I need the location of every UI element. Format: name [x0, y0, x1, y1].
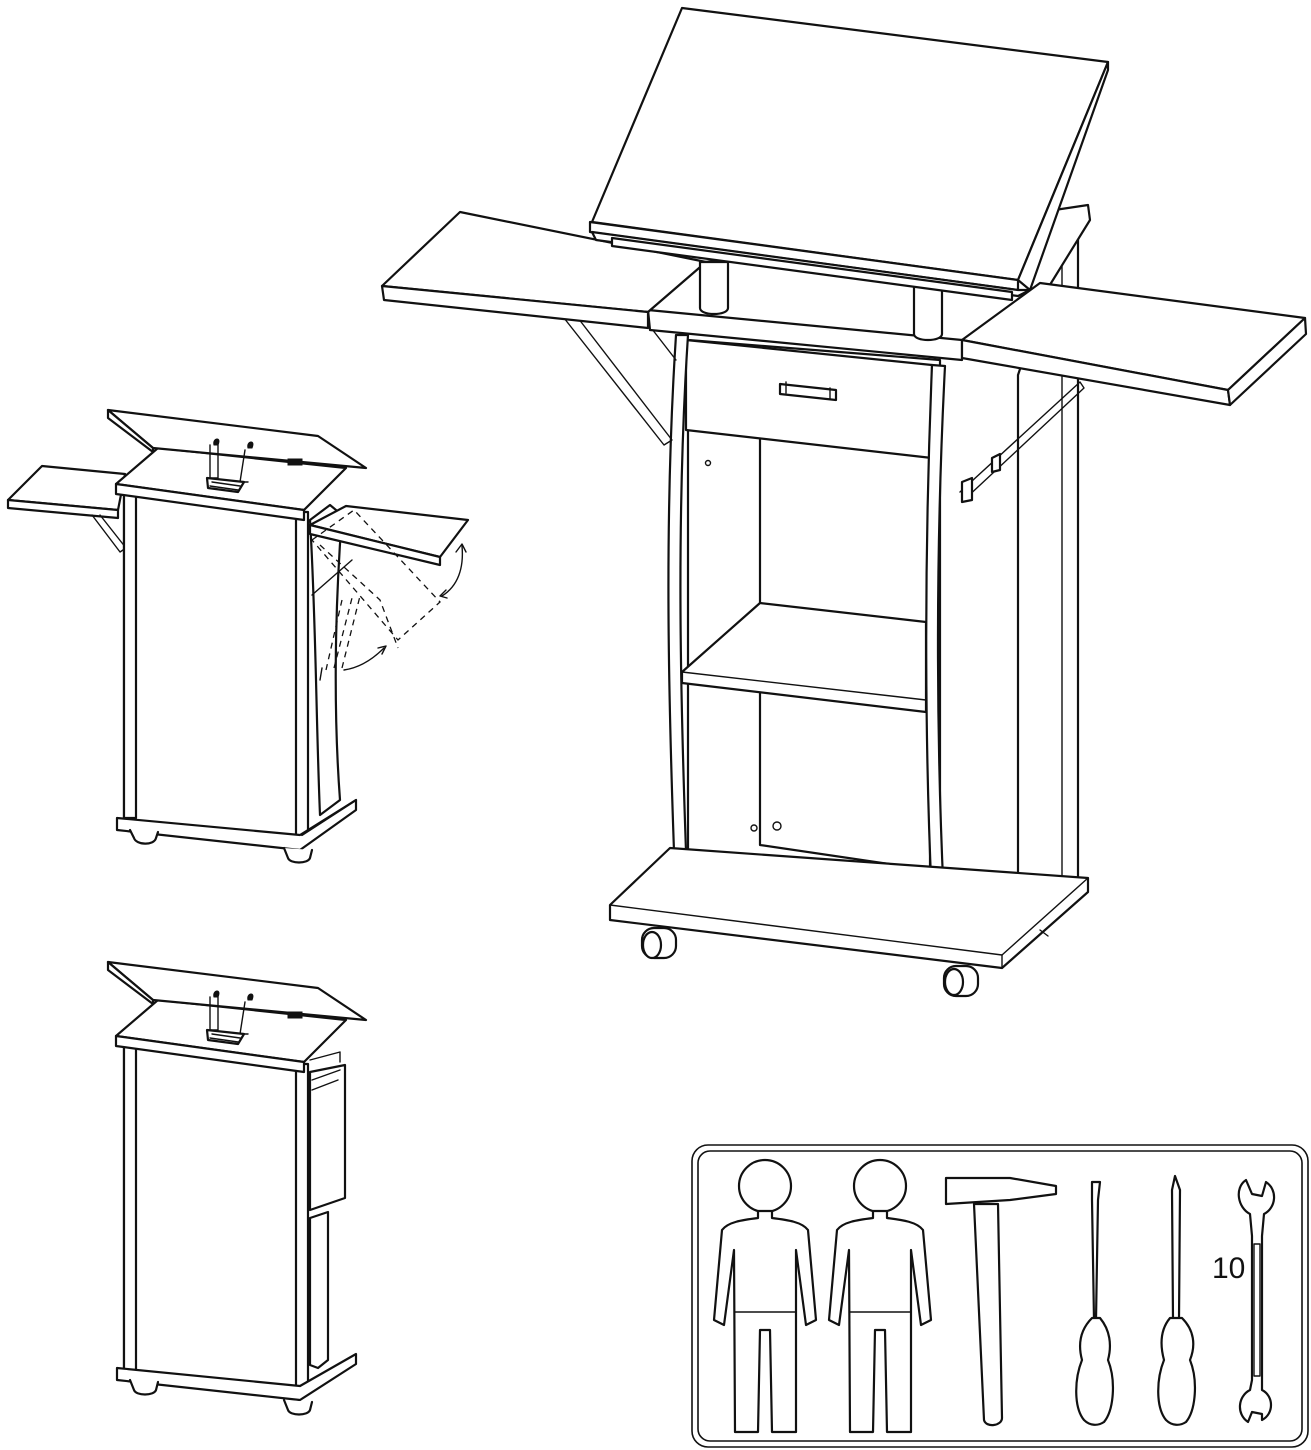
lectern-folded-wings [106, 960, 368, 1416]
support-post [912, 283, 944, 342]
caster-wheel [640, 926, 678, 960]
person-icon [827, 1158, 933, 1434]
hammer-icon [944, 1176, 1058, 1427]
person-icon [712, 1158, 818, 1434]
main-lectern [380, 6, 1308, 998]
flat-screwdriver-icon [1075, 1180, 1115, 1426]
tools-panel: 10 [691, 1144, 1309, 1448]
phillips-screwdriver-icon [1157, 1174, 1197, 1426]
lectern-open-wings [6, 408, 470, 864]
support-post [698, 260, 730, 316]
caster-wheel [942, 964, 980, 998]
wrench-size-label: 10 [1212, 1252, 1245, 1285]
drawer-handle [778, 381, 838, 402]
reading-board [588, 6, 1110, 302]
wrench-icon [1237, 1178, 1276, 1424]
